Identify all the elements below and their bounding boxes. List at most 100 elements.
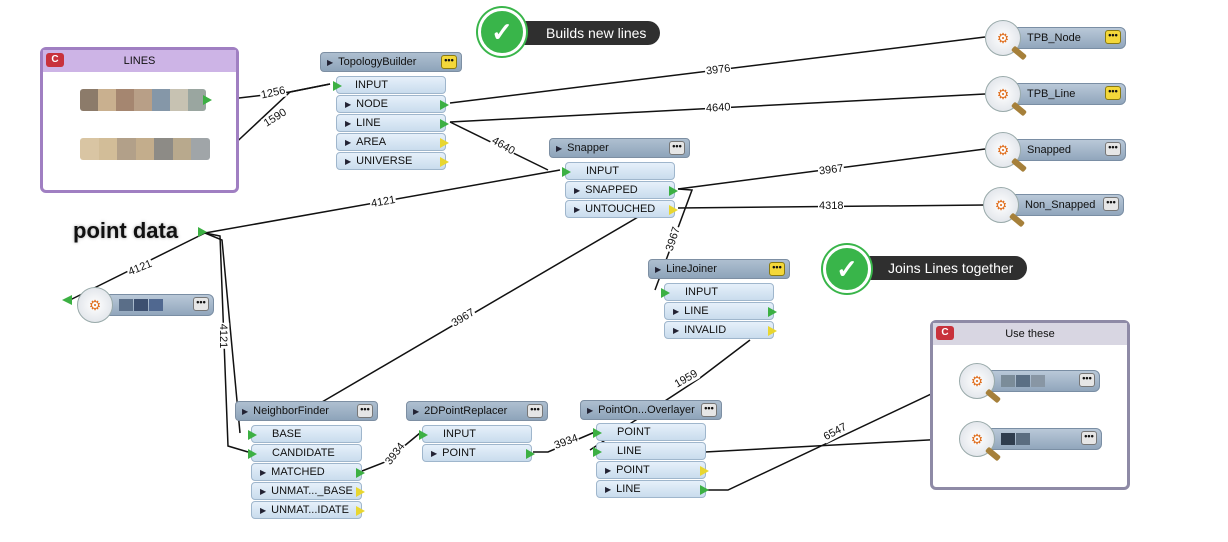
port-point-in[interactable]: POINT [593,423,706,441]
callout-builds: Builds new lines [510,21,661,45]
port-unmatched-base[interactable]: ▶UNMAT..._BASE [251,482,365,500]
more-options-icon[interactable]: ••• [1105,30,1121,44]
writer-non-snapped[interactable]: ⚙ Non_Snapped ••• [983,187,1124,228]
port-label: INPUT [355,79,388,91]
more-options-icon[interactable]: ••• [1105,142,1121,156]
transformer-pointonlineoverlayer[interactable]: ▶ PointOn...Overlayer ••• [580,400,722,420]
more-options-icon[interactable]: ••• [1081,431,1097,445]
count-label: 4640 [704,101,732,115]
transformer-name: PointOn...Overlayer [598,404,695,416]
writer-name: Snapped [1027,144,1072,156]
expand-icon[interactable]: ▶ [587,405,594,415]
output-port-icon[interactable] [203,95,212,105]
writer-tpb-node[interactable]: ⚙ TPB_Node ••• [985,20,1126,61]
writer-use-2[interactable]: ⚙ ••• [959,421,1102,462]
output-port-icon[interactable] [356,487,365,497]
output-port-icon[interactable] [198,227,207,237]
more-options-icon[interactable]: ••• [701,403,717,417]
more-options-icon[interactable]: ••• [527,404,543,418]
port-candidate[interactable]: CANDIDATE [248,444,362,462]
input-port-icon[interactable] [248,430,257,440]
port-point-out[interactable]: ▶POINT [596,461,709,479]
more-options-icon[interactable]: ••• [357,404,373,418]
reader-lines-1[interactable] [80,89,206,111]
port-base[interactable]: BASE [248,425,362,443]
bookmark-icon: C [46,53,64,67]
output-port-icon[interactable] [356,468,365,478]
input-port-icon[interactable] [593,447,602,457]
more-options-icon[interactable]: ••• [1105,86,1121,100]
more-options-icon[interactable]: ••• [1079,373,1095,387]
bookmark-use-these[interactable]: C Use these [930,320,1130,490]
reader-blurred[interactable]: ⚙ ••• [77,287,214,323]
writer-snapped[interactable]: ⚙ Snapped ••• [985,132,1126,173]
input-port-icon[interactable] [419,430,428,440]
more-options-icon[interactable]: ••• [1103,197,1119,211]
bookmark-lines[interactable]: C LINES [40,47,239,193]
port-input[interactable]: INPUT [419,425,532,443]
port-label: MATCHED [271,466,325,478]
transformer-snapper[interactable]: ▶ Snapper ••• [549,138,690,158]
wire-point-neighbor-base [204,232,241,434]
output-port-icon[interactable] [669,186,678,196]
expand-icon[interactable]: ▶ [327,57,334,67]
expand-icon[interactable]: ▶ [413,406,420,416]
port-input[interactable]: INPUT [562,162,675,180]
transformer-name: LineJoiner [666,263,717,275]
expand-icon[interactable]: ▶ [655,264,662,274]
more-options-icon[interactable]: ••• [441,55,457,69]
output-port-icon[interactable] [526,449,535,459]
reader-point-data-label[interactable]: point data [73,218,179,244]
input-port-icon[interactable] [562,167,571,177]
port-line[interactable]: ▶LINE [664,302,777,320]
port-matched[interactable]: ▶MATCHED [251,463,365,481]
input-port-icon[interactable] [333,81,342,91]
port-line[interactable]: ▶LINE [336,114,449,132]
port-untouched[interactable]: ▶UNTOUCHED [565,200,678,218]
reader-lines-2[interactable] [80,138,210,160]
port-unmatched-candidate[interactable]: ▶UNMAT...IDATE [251,501,365,519]
more-options-icon[interactable]: ••• [669,141,685,155]
port-snapped[interactable]: ▶SNAPPED [565,181,678,199]
transformer-linejoiner[interactable]: ▶ LineJoiner ••• [648,259,790,279]
output-port-icon[interactable] [768,326,777,336]
port-invalid[interactable]: ▶INVALID [664,321,777,339]
port-label: NODE [356,98,388,110]
port-node[interactable]: ▶NODE [336,95,449,113]
port-point[interactable]: ▶POINT [422,444,535,462]
expand-icon[interactable]: ▶ [556,143,563,153]
port-label: BASE [272,428,302,440]
port-label: POINT [616,464,650,476]
output-port-icon[interactable] [356,506,365,516]
transformer-topologybuilder[interactable]: ▶ TopologyBuilder ••• [320,52,462,72]
more-options-icon[interactable]: ••• [769,262,785,276]
output-port-icon[interactable] [440,157,449,167]
output-port-icon[interactable] [700,485,709,495]
bookmark-header: C Use these [933,323,1127,345]
port-label: LINE [616,483,641,495]
port-universe[interactable]: ▶UNIVERSE [336,152,449,170]
port-label: UNMAT..._BASE [271,485,353,497]
output-port-icon[interactable] [440,138,449,148]
output-port-icon[interactable] [440,119,449,129]
input-port-icon[interactable] [661,288,670,298]
writer-use-1[interactable]: ⚙ ••• [959,363,1100,404]
port-line-in[interactable]: LINE [593,442,706,460]
output-port-icon[interactable] [669,205,678,215]
more-options-icon[interactable]: ••• [193,297,209,311]
writer-tpb-line[interactable]: ⚙ TPB_Line ••• [985,76,1126,117]
port-input[interactable]: INPUT [333,76,446,94]
output-port-icon[interactable] [440,100,449,110]
transformer-neighborfinder[interactable]: ▶ NeighborFinder ••• [235,401,378,421]
port-area[interactable]: ▶AREA [336,133,449,151]
input-port-icon[interactable] [593,428,602,438]
output-port-icon[interactable] [700,466,709,476]
writer-name: Non_Snapped [1025,199,1096,211]
port-input[interactable]: INPUT [661,283,774,301]
port-line-out[interactable]: ▶LINE [596,480,709,498]
input-port-icon[interactable] [248,449,257,459]
transformer-2dpointreplacer[interactable]: ▶ 2DPointReplacer ••• [406,401,548,421]
expand-icon[interactable]: ▶ [242,406,249,416]
output-port-icon[interactable] [768,307,777,317]
port-label: POINT [617,426,651,438]
